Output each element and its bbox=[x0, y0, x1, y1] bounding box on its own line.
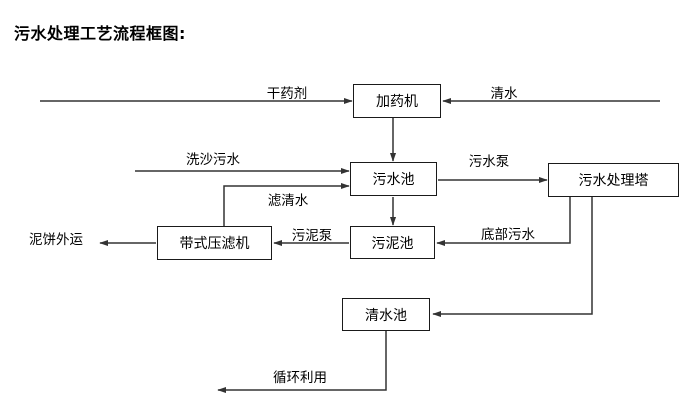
edge-label-bottom-sewage: 底部污水 bbox=[481, 227, 535, 243]
edge-label-recycle-reuse: 循环利用 bbox=[273, 370, 327, 386]
terminal-mud-cake-transport: 泥饼外运 bbox=[29, 232, 83, 248]
node-label: 带式压滤机 bbox=[179, 236, 250, 252]
edge-label-sludge-pump: 污泥泵 bbox=[291, 228, 333, 244]
node-dosing-machine[interactable]: 加药机 bbox=[353, 84, 441, 118]
node-label: 污水处理塔 bbox=[578, 173, 649, 189]
page-title: 污水处理工艺流程框图: bbox=[14, 24, 186, 43]
edge-label-sewage-pump: 污水泵 bbox=[468, 154, 510, 170]
edge-tower-to-clear-water-pool bbox=[432, 197, 593, 318]
node-label: 清水池 bbox=[365, 307, 407, 324]
terminal-dry-chemical: 干药剂 bbox=[266, 86, 308, 102]
node-label: 污水池 bbox=[372, 172, 415, 188]
node-belt-filter-press[interactable]: 带式压滤机 bbox=[157, 226, 272, 260]
node-clear-water-pool[interactable]: 清水池 bbox=[342, 298, 430, 331]
node-wastewater-pool[interactable]: 污水池 bbox=[350, 162, 437, 196]
edge-clear-water-pool-to-recycle bbox=[217, 331, 387, 394]
node-label: 污泥池 bbox=[371, 235, 414, 252]
node-label: 加药机 bbox=[376, 94, 418, 110]
terminal-sand-wastewater: 洗沙污水 bbox=[186, 152, 240, 168]
edge-tower-to-sludge-pool bbox=[436, 197, 571, 247]
edge-label-filtered-water: 滤清水 bbox=[267, 193, 309, 209]
terminal-clean-water: 清水 bbox=[490, 86, 518, 102]
node-sludge-pool[interactable]: 污泥池 bbox=[350, 226, 435, 259]
node-treatment-tower[interactable]: 污水处理塔 bbox=[548, 163, 679, 197]
